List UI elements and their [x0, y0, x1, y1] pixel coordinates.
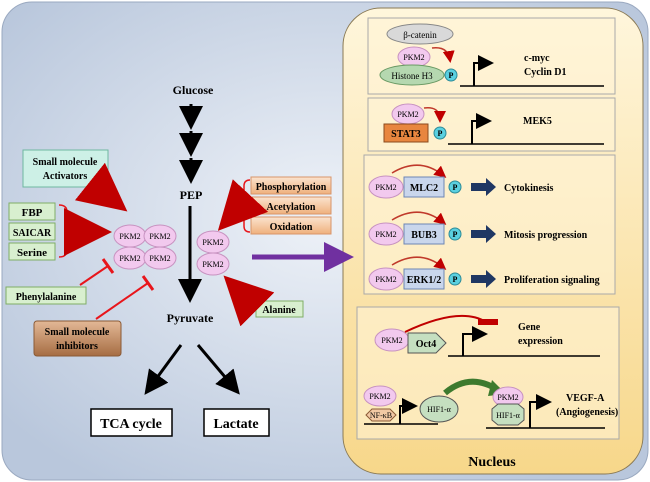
- inhibitors-line-1: Small molecule: [45, 327, 110, 338]
- bub3-row: PKM2 BUB3 P Mitosis progression: [368, 211, 588, 246]
- svg-text:PKM2: PKM2: [149, 254, 170, 263]
- pep-label: PEP: [180, 188, 203, 202]
- p-badge-2: [433, 126, 447, 140]
- panel-transcription: [356, 306, 620, 440]
- hif-node-1: [419, 395, 459, 423]
- bub3-label: BUB3: [411, 230, 437, 241]
- tca-label: TCA cycle: [100, 417, 162, 432]
- nfkb-node: [365, 408, 397, 422]
- svg-text:PKM2: PKM2: [119, 232, 140, 241]
- pkm2-label-1: PKM2: [403, 53, 424, 62]
- panel-kinase: [363, 154, 616, 295]
- svg-text:P: P: [453, 183, 458, 192]
- beta-catenin-label: β-catenin: [403, 30, 437, 40]
- pkm2-label-hif: PKM2: [497, 393, 518, 402]
- svg-text:P: P: [453, 275, 458, 284]
- histone-label: Histone H3: [391, 71, 433, 81]
- vegf-label: VEGF-A: [566, 393, 605, 404]
- stat3-box: [383, 123, 429, 143]
- mlc2-row: PKM2 MLC2 P Cytokinesis: [368, 164, 554, 199]
- to-lactate-arrow: [196, 344, 240, 395]
- angio-label: (Angiogenesis): [556, 407, 618, 418]
- oct4-label: Oct4: [416, 339, 437, 350]
- fbp-box: [8, 202, 56, 221]
- histone-node: [379, 64, 445, 86]
- oxidation-label: Oxidation: [270, 222, 313, 233]
- svg-text:PKM2: PKM2: [119, 254, 140, 263]
- svg-text:PKM2: PKM2: [202, 260, 223, 269]
- serine-label: Serine: [17, 247, 47, 259]
- oct4-inhibit-bar: [478, 319, 498, 325]
- svg-text:PKM2: PKM2: [202, 238, 223, 247]
- expression-label: expression: [518, 336, 563, 347]
- inhibitors-inhibit-bar: [141, 275, 155, 291]
- nfkb-label: NF-κB: [370, 411, 392, 420]
- erk-row: PKM2 ERK1/2 P Proliferation signaling: [368, 256, 600, 291]
- alanine-arrow: [223, 275, 275, 327]
- pkm2-label-2: PKM2: [397, 110, 418, 119]
- inhibitors-line-2: inhibitors: [56, 341, 98, 352]
- nucleus-label: Nucleus: [468, 455, 516, 470]
- promoter-arrow-hif: [529, 394, 552, 428]
- phosphorylation-label: Phosphorylation: [256, 182, 327, 193]
- gene-label: Gene: [518, 322, 541, 333]
- promoter-arrow-1: [473, 55, 494, 86]
- mek5-label: MEK5: [523, 116, 552, 127]
- p-badge-1: [444, 68, 458, 82]
- phenylalanine-inhibit-line: [79, 265, 109, 286]
- svg-text:PKM2: PKM2: [149, 232, 170, 241]
- hif-node-2: [491, 403, 525, 426]
- promoter-arrow-2: [471, 113, 492, 144]
- phenylalanine-label: Phenylalanine: [16, 292, 77, 303]
- alanine-label: Alanine: [262, 305, 296, 316]
- to-tca-arrow: [144, 344, 183, 395]
- phenylalanine-inhibit-bar: [101, 258, 115, 274]
- hif-label-1: HIF1-α: [427, 405, 452, 414]
- p-label-1: P: [449, 71, 454, 80]
- glucose-label: Glucose: [173, 83, 214, 97]
- hif-label-2: HIF1-α: [496, 411, 521, 420]
- svg-text:PKM2: PKM2: [375, 230, 396, 239]
- promoter-arrow-oct4: [462, 326, 488, 356]
- phospho-arrow-2: [423, 107, 446, 123]
- activators-line-2: Activators: [43, 171, 88, 182]
- cyclin-label: Cyclin D1: [524, 67, 567, 78]
- activators-line-1: Small molecule: [33, 157, 98, 168]
- pkm2-dimer: PKM2 PKM2: [196, 230, 230, 276]
- cytokinesis-label: Cytokinesis: [504, 183, 554, 194]
- tca-box: [90, 408, 173, 437]
- acetylation-label: Acetylation: [267, 202, 316, 213]
- activators-arrow: [74, 162, 128, 212]
- p-label-2: P: [438, 129, 443, 138]
- pkm2-node-nfkb: [363, 385, 397, 407]
- promoter-arrow-nfkb: [399, 398, 418, 424]
- inhibitors-box: [33, 320, 122, 357]
- svg-text:PKM2: PKM2: [375, 275, 396, 284]
- svg-text:PKM2: PKM2: [375, 183, 396, 192]
- erk-label: ERK1/2: [407, 275, 441, 286]
- phospho-arrow-1: [431, 47, 455, 63]
- stat3-label: STAT3: [391, 129, 421, 140]
- lactate-box: [203, 408, 270, 437]
- serine-box: [8, 242, 56, 261]
- saicar-box: [8, 222, 56, 241]
- oct4-node: [407, 332, 447, 354]
- pkm2-label-nfkb: PKM2: [369, 392, 390, 401]
- saicar-label: SAICAR: [13, 228, 52, 239]
- lactate-label: Lactate: [213, 417, 258, 432]
- modifications-arrow: [217, 179, 269, 231]
- pkm2-tetramer: PKM2 PKM2 PKM2 PKM2: [113, 224, 177, 270]
- cmyc-label: c-myc: [524, 53, 550, 64]
- phenylalanine-box: [5, 286, 87, 305]
- pkm2-label-oct4: PKM2: [381, 336, 402, 345]
- svg-text:P: P: [453, 230, 458, 239]
- pyruvate-label: Pyruvate: [167, 311, 214, 325]
- fbp-label: FBP: [22, 207, 43, 219]
- prolif-label: Proliferation signaling: [504, 275, 600, 286]
- mlc2-label: MLC2: [410, 183, 438, 194]
- mitosis-label: Mitosis progression: [504, 230, 588, 241]
- inhibitors-inhibit-line: [95, 282, 149, 320]
- beta-catenin-node: [386, 23, 454, 45]
